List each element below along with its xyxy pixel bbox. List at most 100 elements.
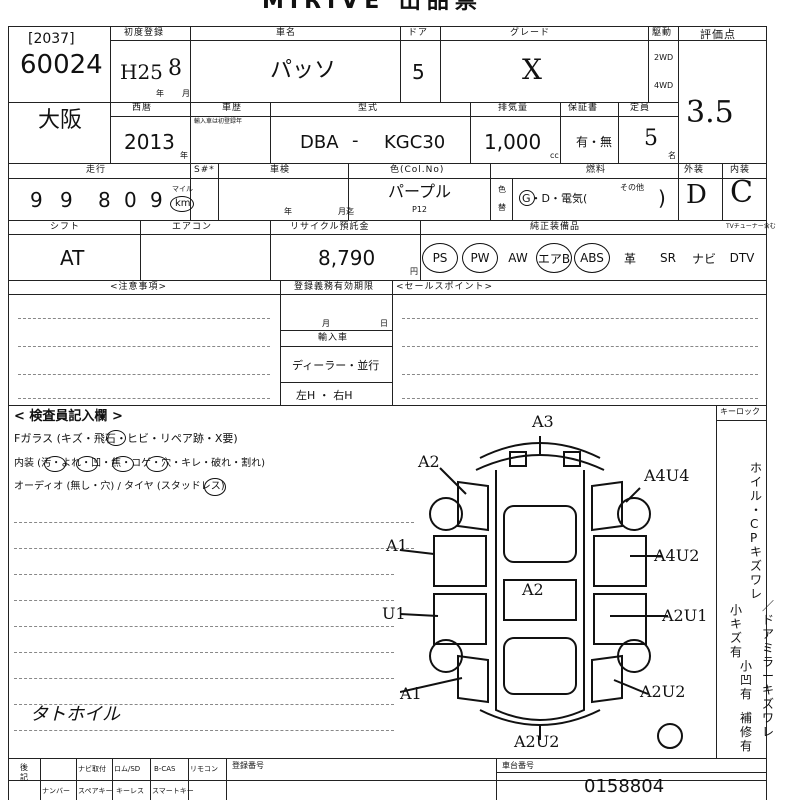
doors-value: 5 xyxy=(412,60,425,84)
side-note-char: ホ xyxy=(750,461,763,475)
shift-value: AT xyxy=(60,246,85,270)
chassis-label: 車台番号 xyxy=(502,761,534,770)
equipment-item: AW xyxy=(508,251,528,265)
damage-mark-left-front-door: A1 xyxy=(386,536,408,555)
side-note-char: キ xyxy=(730,617,743,631)
registry-month: 月 xyxy=(322,319,330,328)
lot-number: 60024 xyxy=(20,50,103,80)
bottom-item-1: 後 xyxy=(20,763,28,772)
form-title: MIRIVE 出品票 xyxy=(262,0,483,14)
reg-number-label: 登録番号 xyxy=(232,761,264,770)
side-note-char: キ xyxy=(750,545,763,559)
side-note-char: ズ xyxy=(762,697,775,711)
sales-point-label: <セールスポイント> xyxy=(396,282,494,292)
side-note-char: レ xyxy=(762,725,775,739)
mileage-label: 走行 xyxy=(86,165,107,175)
side-note-char: 有 xyxy=(740,739,753,753)
recycle-value: 8,790 xyxy=(318,246,376,270)
equipment-item: 革 xyxy=(623,251,636,266)
side-note-char: ズ xyxy=(750,559,763,573)
inspection-month-unit: 月迄 xyxy=(338,207,354,216)
equipment-item: PW xyxy=(462,243,498,273)
inspector-label: < 検査員記入欄 > xyxy=(14,409,123,424)
side-note-char: ズ xyxy=(730,631,743,645)
side-note-char: ル xyxy=(750,489,763,503)
color-change-2: 替 xyxy=(498,203,506,212)
color-code: P12 xyxy=(412,205,428,214)
km-circle xyxy=(170,196,194,212)
side-note-char: 凹 xyxy=(740,673,753,687)
color-value: パープル xyxy=(388,182,452,201)
grade-value: X xyxy=(522,53,542,86)
color-change-1: 色 xyxy=(498,185,506,194)
fuel-label: 燃料 xyxy=(586,165,607,175)
interior-value: C xyxy=(730,175,753,210)
bottom-item-10: スマートキー xyxy=(152,787,194,795)
side-note-char: P xyxy=(750,531,758,545)
car-diagram xyxy=(400,436,683,749)
side-note-char: ／ xyxy=(762,599,775,613)
year-unit: 年 xyxy=(156,89,164,98)
bottom-item-9: キーレス xyxy=(116,787,144,795)
capacity-value: 5 xyxy=(644,126,658,151)
exterior-label: 外装 xyxy=(684,165,705,175)
mileage-unit-mile: マイル xyxy=(172,185,193,193)
side-note-char: 小 xyxy=(740,659,753,673)
side-note-char: 小 xyxy=(730,603,743,617)
damage-mark-left-rear-door: U1 xyxy=(382,604,406,623)
bottom-item-2: 記 xyxy=(20,773,28,782)
history-note: 輸入車は初登録年 xyxy=(194,118,243,125)
fuel-options: G・D・電気( xyxy=(522,192,588,205)
inspection-label: 車検 xyxy=(270,165,291,175)
model-code: KGC30 xyxy=(384,132,446,153)
inspector-line-2: 内装 (汚・よれ・凹・焦・コゲ・穴・キレ・破れ・割れ) xyxy=(14,458,265,469)
drive-4wd: 4WD xyxy=(654,81,674,90)
damage-mark-front: A3 xyxy=(532,412,554,431)
mileage-digit-1: 9 xyxy=(30,188,43,212)
western-year-unit: 年 xyxy=(180,151,188,160)
model-label: 型式 xyxy=(358,103,379,113)
damage-mark-right-rear: A2U2 xyxy=(640,682,686,701)
fuel-other: その他 xyxy=(620,183,644,192)
lot-tag: [2037] xyxy=(28,31,75,47)
history-label: 車歴 xyxy=(222,103,243,113)
side-note-char: キ xyxy=(762,683,775,697)
bottom-item-3: ナビ取付 xyxy=(78,765,106,773)
equipment-item: ナビ xyxy=(691,251,716,266)
drive-label: 駆動 xyxy=(652,28,673,38)
displacement-unit: cc xyxy=(550,151,559,160)
registry-label: 登録義務有効期限 xyxy=(294,282,375,292)
mileage-digit-5: 9 xyxy=(150,188,163,212)
equipment-item: SR xyxy=(660,251,676,265)
side-note-char: ア xyxy=(762,627,775,641)
import-value: ディーラー・並行 xyxy=(292,359,380,372)
import-label: 輸入車 xyxy=(318,333,349,343)
recycle-unit: 円 xyxy=(410,267,418,276)
inspector-handwritten: タトホイル xyxy=(30,704,120,725)
equipment-item: エアB xyxy=(536,243,572,273)
displacement-value: 1,000 xyxy=(484,130,542,154)
damage-mark-roof: A2 xyxy=(522,580,544,599)
first-registration-label: 初度登録 xyxy=(124,28,165,38)
mileage-unit-km: km xyxy=(175,198,191,209)
score-value: 3.5 xyxy=(686,95,734,130)
inspector-line-3: オーディオ (無し・穴) / タイヤ (スタッドレス) xyxy=(14,481,225,492)
side-note-char: レ xyxy=(750,587,763,601)
tuner-label: TVチューナー含む xyxy=(726,223,776,230)
side-note-char: ワ xyxy=(762,711,775,725)
damage-mark-left-rear: A1 xyxy=(400,684,422,703)
fuel-g-circle xyxy=(519,190,535,206)
mileage-digit-4: 0 xyxy=(124,188,137,212)
car-name-value: パッソ xyxy=(270,58,337,83)
equipment-item: PS xyxy=(422,243,458,273)
keylock-label: キーロック xyxy=(720,407,760,416)
bottom-item-6: リモコン xyxy=(190,765,218,773)
damage-mark-front-left: A2 xyxy=(418,452,440,471)
inspection-year-unit: 年 xyxy=(284,207,292,216)
color-label: 色(Col.No) xyxy=(390,165,445,175)
equipment-label: 純正装備品 xyxy=(530,222,581,232)
damage-mark-right-front-door: A4U2 xyxy=(654,546,700,565)
side-note-char: ワ xyxy=(750,573,763,587)
side-note-char: ド xyxy=(762,613,775,627)
doors-label: ドア xyxy=(408,28,429,38)
